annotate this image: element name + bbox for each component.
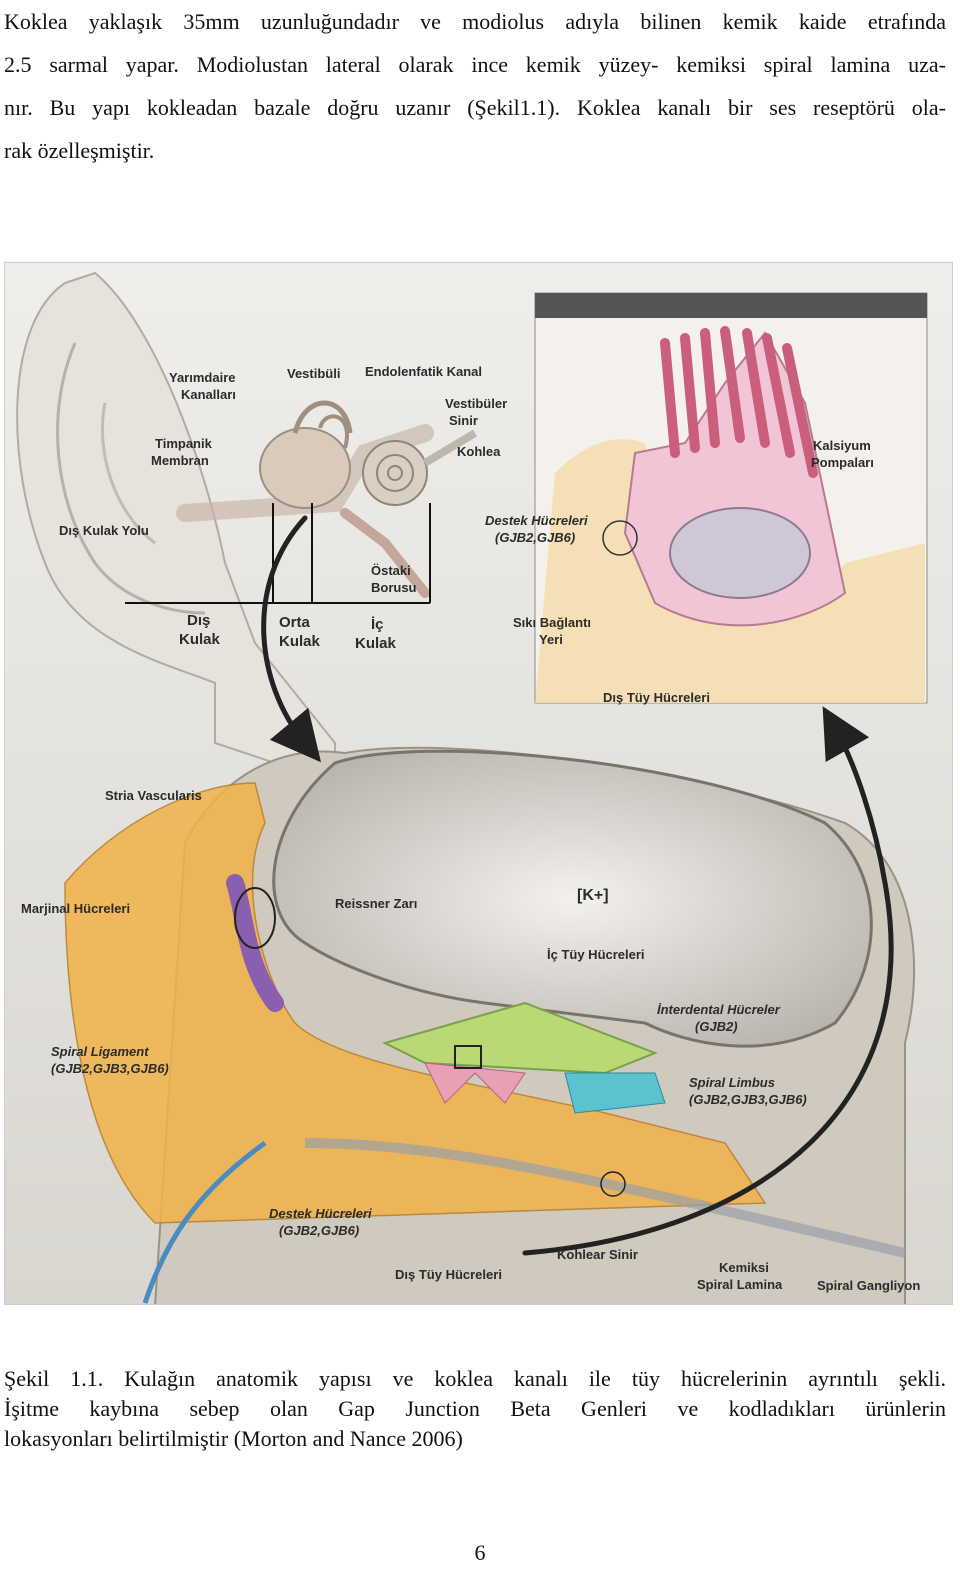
figure-label: Dış Kulak Yolu — [59, 523, 149, 538]
paragraph-line: Koklea yaklaşık 35mm uzunluğundadır ve m… — [4, 9, 946, 34]
figure-label: Kulak — [179, 631, 221, 648]
figure-label: Dış Tüy Hücreleri — [395, 1267, 502, 1282]
hair-cell-panel — [534, 292, 928, 704]
figure-label: (GJB2,GJB3,GJB6) — [51, 1061, 169, 1076]
caption-line: lokasyonları belirtilmiştir (Morton and … — [4, 1426, 463, 1451]
figure-label: Membran — [151, 453, 209, 468]
figure-label: Kalsiyum — [813, 438, 871, 453]
figure-label: Destek Hücreleri — [269, 1206, 372, 1221]
figure-label: [K+] — [577, 887, 609, 904]
cochlear-duct-drawing — [64, 746, 916, 1304]
figure-label: Kohlea — [457, 444, 501, 459]
caption-line: İşitme kaybına sebep olan Gap Junction B… — [4, 1396, 946, 1421]
figure-label: Spiral Ligament — [51, 1044, 149, 1059]
figure-label: Vestibüli — [287, 366, 340, 381]
figure-label: Pompaları — [811, 455, 874, 470]
figure-label: Borusu — [371, 580, 417, 595]
figure-label: Spiral Lamina — [697, 1277, 783, 1292]
figure-label: (GJB2,GJB6) — [495, 530, 575, 545]
ear-anatomy-illustration: Yarımdaire Kanalları Vestibüli Endolenfa… — [5, 263, 952, 1304]
figure-label: (GJB2) — [695, 1019, 738, 1034]
figure-label: Destek Hücreleri — [485, 513, 588, 528]
figure-label: Kanalları — [181, 387, 236, 402]
ear-region-lines — [125, 503, 431, 604]
figure-label: (GJB2,GJB6) — [279, 1223, 359, 1238]
magnification-arrows — [261, 515, 894, 1256]
figure-label: Sıkı Bağlantı — [513, 615, 591, 630]
figure-label: Spiral Limbus — [689, 1075, 775, 1090]
figure-label: Yeri — [539, 632, 563, 647]
figure-label: Östaki — [371, 563, 411, 578]
figure-label: Kulak — [279, 633, 321, 650]
figure-label: Timpanik — [155, 436, 213, 451]
body-paragraph: Koklea yaklaşık 35mm uzunluğundadır ve m… — [4, 0, 946, 172]
inner-ear-drawing — [259, 400, 478, 598]
figure-label: Reissner Zarı — [335, 896, 417, 911]
figure-label: Stria Vascularis — [105, 788, 202, 803]
figure-label: Kemiksi — [719, 1260, 769, 1275]
ear-anatomy-figure: Yarımdaire Kanalları Vestibüli Endolenfa… — [4, 262, 953, 1305]
paragraph-line: rak özelleşmiştir. — [4, 138, 155, 163]
figure-label: Orta — [279, 614, 311, 631]
figure-label: Kulak — [355, 635, 397, 652]
figure-label: Vestibüler — [445, 396, 507, 411]
figure-label: Yarımdaire — [169, 370, 236, 385]
caption-line: Şekil 1.1. Kulağın anatomik yapısı ve ko… — [4, 1366, 946, 1391]
figure-label: Marjinal Hücreleri — [21, 901, 130, 916]
figure-label: Spiral Gangliyon — [817, 1278, 920, 1293]
figure-caption: Şekil 1.1. Kulağın anatomik yapısı ve ko… — [4, 1364, 946, 1454]
figure-label: (GJB2,GJB3,GJB6) — [689, 1092, 807, 1107]
figure-label: Endolenfatik Kanal — [365, 364, 482, 379]
page-number: 6 — [474, 1540, 486, 1565]
figure-label: Dış — [187, 612, 210, 629]
figure-label: İç — [371, 616, 384, 633]
figure-label: İnterdental Hücreler — [657, 1002, 781, 1017]
figure-label: Sinir — [449, 413, 478, 428]
paragraph-line: nır. Bu yapı kokleadan bazale doğru uzan… — [4, 95, 946, 120]
figure-label: İç Tüy Hücreleri — [547, 947, 645, 962]
figure-labels: Yarımdaire Kanalları Vestibüli Endolenfa… — [21, 364, 920, 1293]
paragraph-line: 2.5 sarmal yapar. Modiolustan lateral ol… — [4, 52, 946, 77]
figure-label: Dış Tüy Hücreleri — [603, 690, 710, 705]
figure-label: Kohlear Sinir — [557, 1247, 638, 1262]
